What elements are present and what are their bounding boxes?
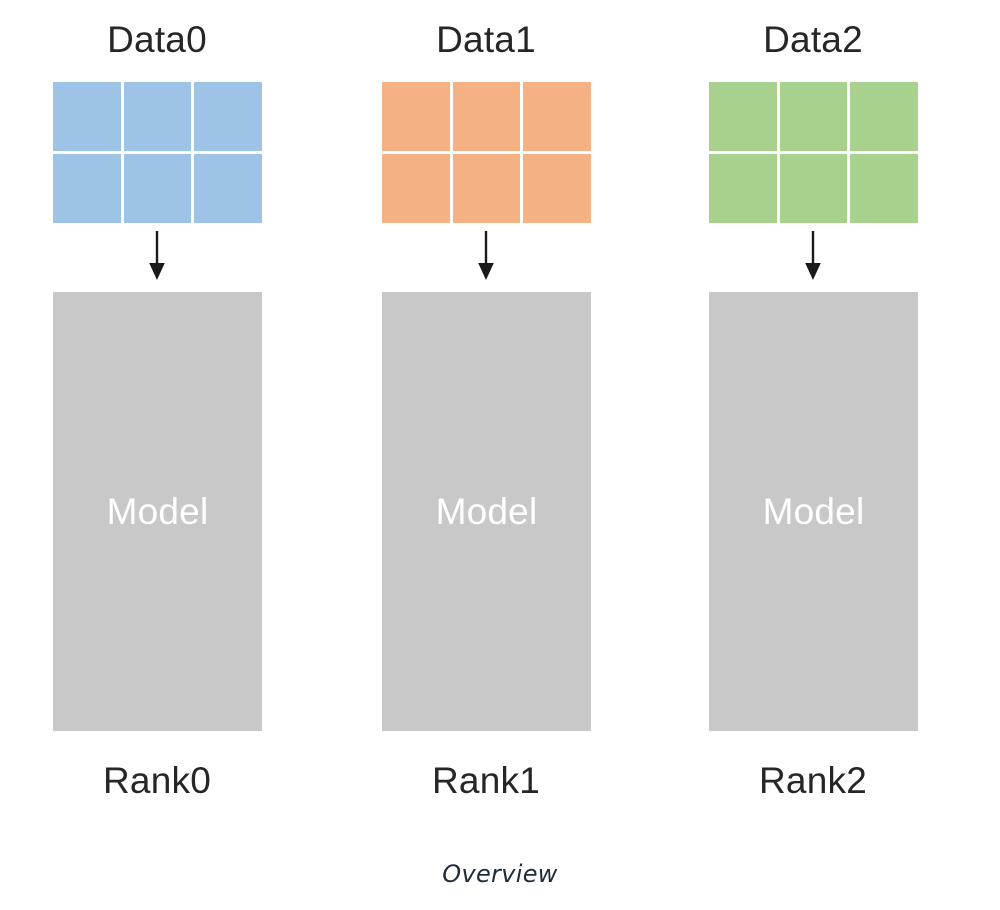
rank-label-2: Rank2 [759,760,867,801]
data-cell-2-1-0 [709,154,777,223]
data-grid-2 [709,82,918,223]
data-cell-1-0-2 [523,82,591,151]
model-box-rank2: Model [709,292,918,731]
data-cell-0-1-0 [53,154,121,223]
rank-label-0: Rank0 [103,760,211,801]
data-cell-1-1-2 [523,154,591,223]
data-title-1: Data1 [436,19,536,60]
rank-label-1: Rank1 [432,760,540,801]
data-cell-2-0-0 [709,82,777,151]
data-cell-2-0-2 [850,82,918,151]
data-cell-0-0-2 [194,82,262,151]
data-cell-2-0-1 [779,82,848,151]
data-cell-2-1-2 [850,154,918,223]
data-cell-1-1-1 [452,154,521,223]
pipeline-column-rank0: Data0 Model Rank0 [7,0,307,910]
data-grid-1 [382,82,591,223]
data-cell-1-0-0 [382,82,450,151]
data-cell-0-0-1 [123,82,192,151]
figure-caption: Overview [442,860,558,888]
data-cell-2-1-1 [779,154,848,223]
model-box-rank1: Model [382,292,591,731]
model-box-rank0: Model [53,292,262,731]
data-cell-1-0-1 [452,82,521,151]
model-label-2: Model [762,490,865,532]
pipeline-column-rank2: Data2 Model Rank2 [663,0,963,910]
model-label-0: Model [106,490,209,532]
data-grid-0 [53,82,262,223]
data-cell-0-1-2 [194,154,262,223]
down-arrow-icon-1 [336,230,636,290]
data-title-0: Data0 [107,19,207,60]
data-title-2: Data2 [763,19,863,60]
data-cell-0-1-1 [123,154,192,223]
model-label-1: Model [435,490,538,532]
down-arrow-icon-0 [7,230,307,290]
down-arrow-icon-2 [663,230,963,290]
data-cell-1-1-0 [382,154,450,223]
data-cell-0-0-0 [53,82,121,151]
pipeline-column-rank1: Data1 Model Rank1 [336,0,636,910]
